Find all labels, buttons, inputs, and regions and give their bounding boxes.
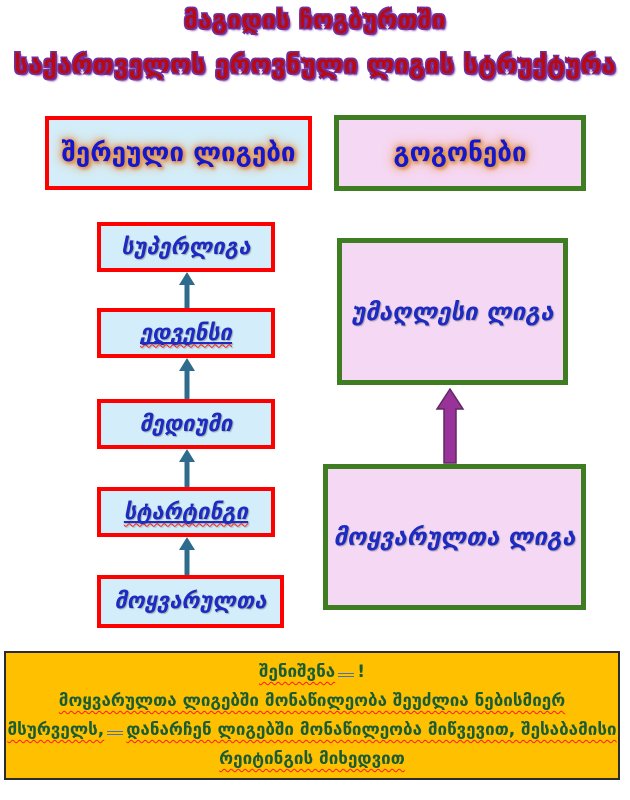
header-label-mixed-leagues: შერეული ლიგები — [61, 138, 296, 168]
flow-label-starting: სტარტინგი — [123, 499, 249, 525]
flow-box-superliga: სუპერლიგა — [97, 222, 275, 272]
girls-label-highest-league: უმაღლესი ლიგა — [351, 297, 554, 326]
note-box: შენიშვნა! მოყვარულთა ლიგებში მონაწილეობა… — [4, 651, 620, 780]
promotion-arrow-icon — [178, 358, 196, 403]
flow-label-medium: მედიუმი — [139, 411, 233, 437]
note-line4: რეიტინგის მიხედვით — [219, 749, 405, 769]
flow-box-medium: მედიუმი — [97, 399, 275, 449]
promotion-arrow-icon — [178, 449, 196, 491]
flow-label-superliga: სუპერლიგა — [121, 234, 251, 260]
page-title-line2: საქართველოს ეროვნული ლიგის სტრუქტურა — [13, 50, 617, 79]
flow-label-amateur: მოყვარულთა — [114, 589, 267, 614]
grammar-mark-icon — [338, 673, 355, 677]
note-line3: მსურველს,დანარჩენ ლიგებში მონაწილეობა მი… — [7, 720, 617, 740]
flow-box-amateur: მოყვარულთა — [97, 575, 284, 628]
promotion-arrow-purple-icon — [435, 387, 465, 468]
header-box-girls: გოგონები — [334, 115, 586, 191]
girls-box-highest-league: უმაღლესი ლიგა — [337, 238, 568, 385]
page-title-line1: მაგიდის ჩოგბურთში — [184, 6, 446, 34]
promotion-arrow-icon — [178, 272, 196, 312]
girls-label-amateur-league: მოყვარულთა ლიგა — [333, 523, 576, 551]
note-heading: შენიშვნა! — [259, 662, 365, 682]
flow-box-starting: სტარტინგი — [97, 487, 275, 537]
flow-box-advance: ედვენსი — [97, 308, 275, 358]
header-label-girls: გოგონები — [393, 138, 527, 168]
flow-label-advance: ედვენსი — [139, 320, 233, 346]
girls-box-amateur-league: მოყვარულთა ლიგა — [323, 464, 586, 610]
header-box-mixed-leagues: შერეული ლიგები — [45, 116, 312, 190]
note-line2: მოყვარულთა ლიგებში მონაწილეობა შეუძლია ნ… — [58, 691, 566, 711]
promotion-arrow-icon — [178, 537, 196, 579]
grammar-mark-icon — [107, 731, 124, 735]
